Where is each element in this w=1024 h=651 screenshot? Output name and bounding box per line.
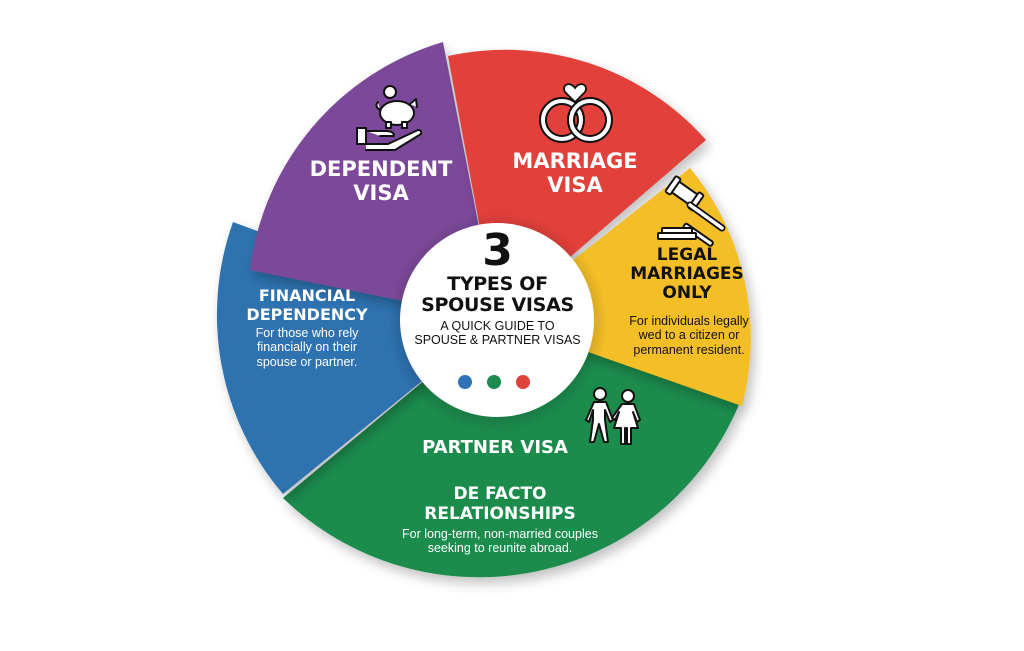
partner-visa-description: For long-term, non-married couples seeki… [370, 527, 630, 556]
financial-desc-line2: financially on their [256, 340, 358, 355]
dependent-visa-title: DEPENDENT VISA [296, 157, 466, 205]
legal-title-line2: MARRIAGES [630, 264, 744, 284]
center-number: 3 [482, 225, 513, 276]
financial-dependency-title: FINANCIAL DEPENDENCY [232, 286, 382, 324]
marriage-visa-title-line2: VISA [547, 172, 603, 197]
dot-red [516, 375, 530, 389]
legal-marriages-description: For individuals legally wed to a citizen… [610, 314, 768, 357]
de-facto-line2: RELATIONSHIPS [424, 504, 576, 524]
center-dots [458, 375, 538, 389]
dot-blue [458, 375, 472, 389]
center-disc [400, 223, 594, 417]
dependent-visa-title-line2: VISA [353, 180, 409, 205]
segment-financial-dependency [216, 222, 497, 494]
legal-marriages-title: LEGAL MARRIAGES ONLY [612, 246, 762, 303]
wedding-rings-heart-icon [539, 83, 613, 143]
couple-holding-hands-icon [585, 387, 641, 445]
marriage-visa-title: MARRIAGE VISA [500, 149, 650, 197]
center-title-block: 3 TYPES OF SPOUSE VISAS A QUICK GUIDE TO… [400, 228, 595, 418]
legal-title-line3: ONLY [662, 283, 712, 303]
legal-desc-line2: wed to a citizen or [638, 328, 740, 343]
center-subtitle-line1: A QUICK GUIDE TO [440, 319, 555, 333]
piggy-bank-hand-icon [356, 85, 423, 151]
dependent-visa-title-line1: DEPENDENT [309, 157, 453, 181]
legal-desc-line3: permanent resident. [633, 342, 745, 357]
marriage-visa-title-line1: MARRIAGE [512, 149, 638, 173]
financial-desc-line3: spouse or partner. [256, 354, 358, 369]
center-subtitle: A QUICK GUIDE TO SPOUSE & PARTNER VISAS [400, 319, 595, 347]
financial-desc-line1: For those who rely [255, 326, 359, 340]
segment-partner-visa [283, 320, 740, 578]
dot-green [487, 375, 501, 389]
center-subtitle-line2: SPOUSE & PARTNER VISAS [414, 333, 581, 347]
partner-desc-line1: For long-term, non-married couples [402, 527, 598, 541]
financial-dependency-description: For those who rely financially on their … [236, 326, 378, 369]
financial-title-line2: DEPENDENCY [246, 305, 368, 324]
center-title-line2: SPOUSE VISAS [421, 294, 574, 316]
de-facto-line1: DE FACTO [453, 484, 547, 504]
partner-visa-title: PARTNER VISA [400, 437, 590, 458]
partner-visa-title-text: PARTNER VISA [422, 437, 568, 458]
gavel-icon [657, 175, 726, 247]
partner-desc-line2: seeking to reunite abroad. [427, 541, 573, 556]
financial-title-line1: FINANCIAL [258, 286, 356, 305]
legal-title-line1: LEGAL [656, 245, 718, 265]
legal-desc-line1: For individuals legally [629, 314, 749, 328]
center-title-line1: TYPES OF [447, 273, 548, 295]
de-facto-title: DE FACTO RELATIONSHIPS [400, 484, 600, 524]
